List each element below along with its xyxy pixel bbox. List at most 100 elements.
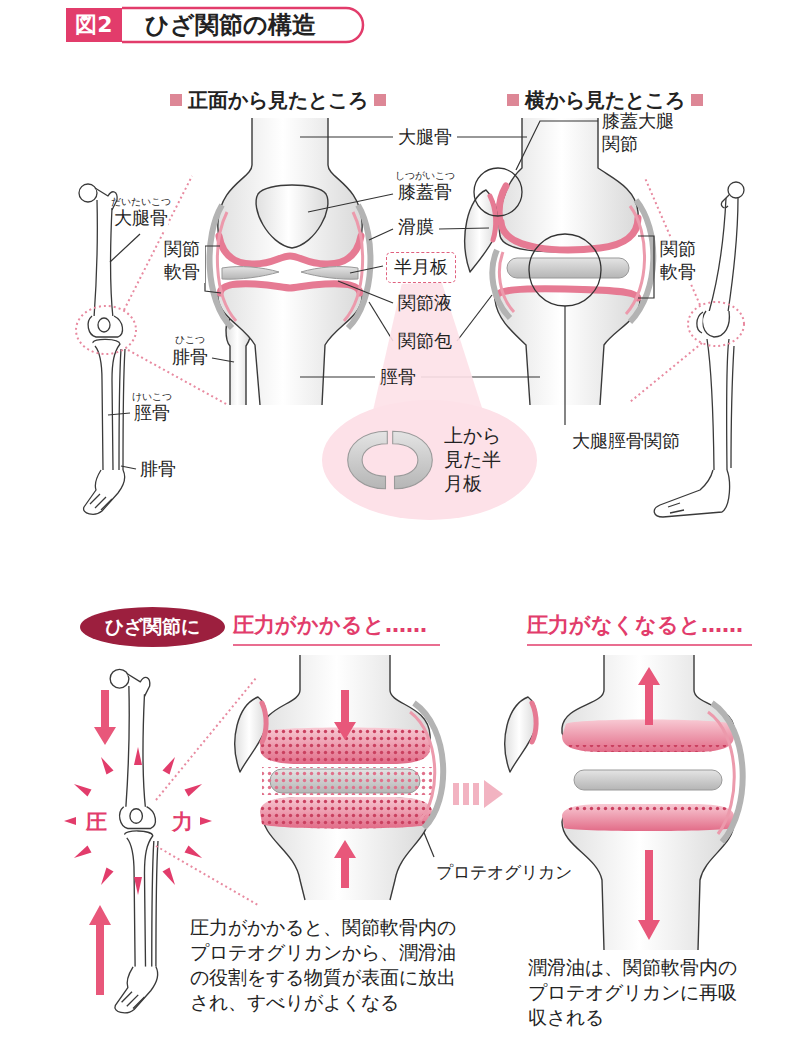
pressure-arrow (89, 905, 111, 995)
pressure-burst (64, 817, 76, 825)
cartilage (532, 703, 536, 742)
leg-skeleton (110, 669, 158, 1012)
pressure-burst (134, 877, 142, 895)
leg-skeleton-side (654, 470, 729, 517)
cartilage (220, 284, 360, 293)
pressure-arrow (89, 690, 116, 995)
ruby-reading: しつがいこつ (395, 170, 455, 183)
ruby-reading: ひこつ (175, 334, 205, 347)
cartilage (262, 703, 266, 742)
force-arrow (334, 690, 356, 740)
callout-ellipse (322, 400, 537, 520)
patella (505, 697, 537, 772)
pressure-glyph: 圧 (86, 809, 107, 835)
section-badge: ひざ関節に (80, 607, 225, 647)
leader-line (212, 358, 234, 362)
part-label: 脛骨 (380, 366, 416, 389)
force-arrow (334, 840, 356, 888)
force-arrow (638, 850, 660, 940)
front-knee (210, 118, 371, 405)
patella (256, 185, 328, 248)
knee-released (505, 655, 743, 950)
node-label: ひざ関節に (105, 615, 200, 639)
node-label: 上から見た半月板 (444, 424, 507, 495)
pressure-arrow (94, 690, 116, 745)
joint-ring (529, 234, 601, 306)
pressure-burst (163, 757, 176, 775)
leader-line (205, 246, 221, 293)
pressure-burst (163, 868, 176, 886)
heading-underline (233, 644, 752, 646)
leader-line (516, 121, 598, 170)
node-text: ひざ関節に (105, 615, 200, 639)
part-label: 脛骨 (134, 402, 170, 425)
part-label: プロテオグリカン (436, 862, 572, 883)
leg-skeleton-side (727, 339, 729, 470)
leader-line (439, 228, 489, 229)
pressure-burst (64, 747, 212, 895)
knee-compressed (235, 655, 443, 900)
part-label: 滑膜 (398, 216, 434, 239)
transition-arrow (453, 783, 459, 805)
leader-line (300, 376, 375, 377)
patella (235, 697, 267, 772)
pressure-burst (185, 784, 203, 797)
ruby-reading: けいこつ (132, 391, 172, 404)
leg-skeleton (79, 184, 125, 514)
figure-title: ひざ関節の構造 (145, 8, 316, 42)
leader-line (457, 136, 527, 137)
leg-skeleton-side (731, 346, 734, 468)
explanation-note: 圧力がかかると、関節軟骨内のプロテオグリカンから、潤滑油の役割をする物質が表面に… (190, 915, 462, 1015)
pressure-burst (101, 868, 114, 886)
femur (218, 118, 362, 265)
heading-square (170, 94, 182, 106)
pressure-burst (185, 846, 203, 859)
cartilage (499, 186, 638, 250)
leg-skeleton-side (703, 311, 730, 337)
patella (465, 190, 498, 272)
leader-line (110, 234, 140, 262)
part-label: 関節液 (398, 292, 452, 315)
title-tab (122, 8, 363, 42)
leader-line (457, 295, 492, 341)
leg-skeleton-side (697, 312, 703, 333)
proteoglycan-dots (562, 745, 736, 752)
leader-line (300, 136, 393, 137)
part-label: 関節軟骨 (660, 238, 701, 283)
heading-square (507, 94, 519, 106)
title-tab (122, 8, 363, 42)
proteoglycan-dots (562, 805, 736, 812)
pressure-glyph: 力 (172, 809, 193, 835)
meniscus-top-icon (348, 431, 433, 489)
zoom-ring (688, 302, 744, 346)
part-label: 関節軟骨 (164, 238, 205, 283)
explanation-note: 潤滑油は、関節軟骨内のプロテオグリカンに再吸収される (528, 955, 748, 1030)
callout-ellipse (322, 400, 537, 520)
capsule (492, 200, 653, 322)
zoom-line (630, 343, 702, 402)
part-label: 腓骨 (172, 346, 208, 369)
part-label: 関節包 (398, 330, 452, 353)
leg-skeleton (110, 669, 158, 1012)
section-heading: 圧力がなくなると…… (527, 612, 743, 638)
view-heading: 横から見たところ (525, 88, 685, 113)
badge-oval (80, 607, 225, 647)
transition-arrow (473, 783, 479, 805)
leader-line (338, 281, 393, 303)
node-text: 半月板 (394, 256, 448, 279)
joint-ring (474, 168, 522, 216)
leg-skeleton-side (654, 182, 744, 517)
section-heading: 圧力がかかると…… (233, 612, 427, 638)
transition-arrow (453, 780, 503, 808)
leg-skeleton-side (728, 198, 738, 312)
synovium (708, 712, 734, 834)
leg-skeleton-side (728, 182, 744, 198)
heading-underline (527, 644, 752, 646)
leader-line (108, 413, 130, 415)
node-text: 上から見た半月板 (444, 424, 507, 495)
pressure-burst (101, 757, 114, 775)
leader-line (369, 229, 393, 240)
